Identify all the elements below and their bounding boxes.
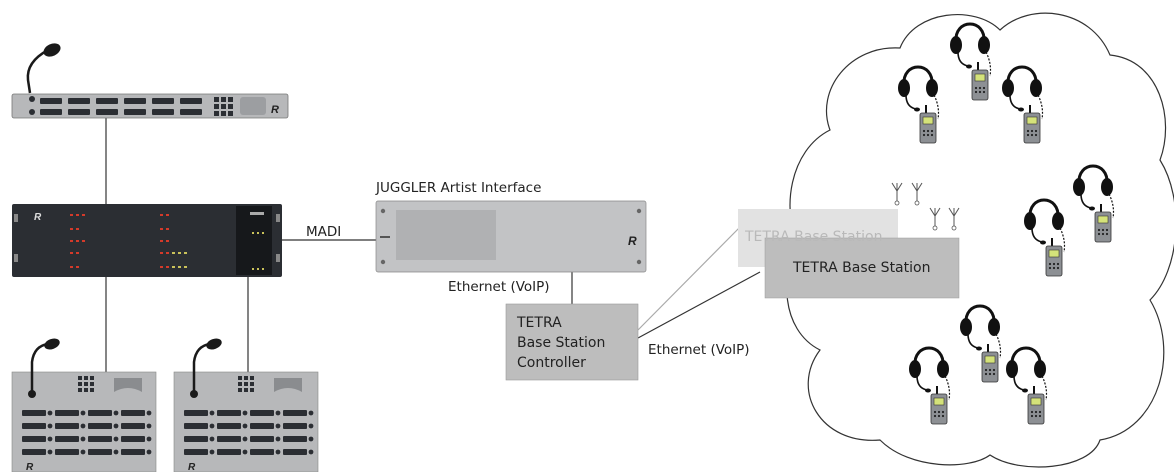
matrix-frame: R xyxy=(12,204,282,277)
brand-r-logo-icon: R xyxy=(26,462,34,472)
bsc-line-3: Controller xyxy=(517,355,586,371)
desktop-key-panel-1: R xyxy=(11,338,157,472)
juggler-title: JUGGLER Artist Interface xyxy=(376,180,542,196)
brand-r-logo-icon: R xyxy=(34,212,42,223)
connection-lines xyxy=(105,118,761,372)
tetra-base-station-front xyxy=(764,207,960,299)
base-station-back-label: TETRA Base Station xyxy=(745,229,883,245)
brand-r-logo-icon: R xyxy=(271,104,279,116)
brand-r-logo-icon: R xyxy=(628,234,637,248)
bsc-line-1: TETRA xyxy=(517,315,562,331)
madi-label: MADI xyxy=(306,224,342,240)
base-station-front-label: TETRA Base Station xyxy=(793,260,931,276)
bsc-label: TETRA Base Station Controller xyxy=(517,313,605,373)
rack-key-panel-1u: R xyxy=(11,43,289,119)
desktop-key-panel-2: R xyxy=(173,338,319,472)
brand-r-logo-icon: R xyxy=(188,462,196,472)
bsc-line-2: Base Station xyxy=(517,335,606,351)
juggler-artist-interface-device: R xyxy=(375,200,647,273)
tetra-bsc-box xyxy=(505,303,639,381)
ethernet-voip-label-2: Ethernet (VoIP) xyxy=(648,342,750,358)
ethernet-voip-label-1: Ethernet (VoIP) xyxy=(448,279,550,295)
